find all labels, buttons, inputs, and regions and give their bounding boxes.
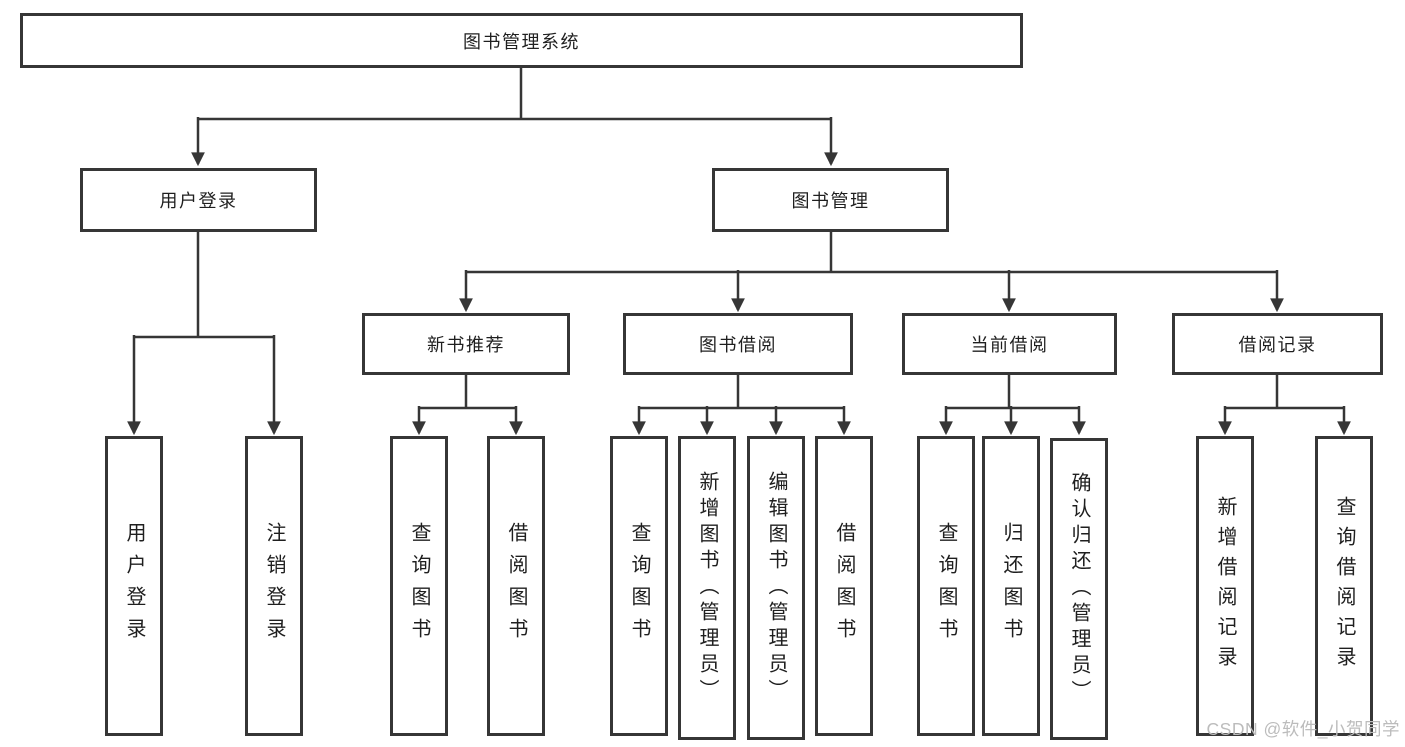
leaf-label: 查询借阅记录 — [1333, 496, 1355, 676]
leaf-label: 新增借阅记录 — [1214, 496, 1236, 676]
node-book-borrow: 图书借阅 — [623, 313, 853, 375]
leaf-label: 用户登录 — [123, 522, 145, 650]
leaf-label: 查询图书 — [935, 522, 957, 650]
leaf-query-books-borrow: 查询图书 — [610, 436, 668, 736]
leaf-user-login: 用户登录 — [105, 436, 163, 736]
leaf-confirm-return-admin: 确认归还（管理员） — [1050, 438, 1108, 740]
leaf-logout-login: 注销登录 — [245, 436, 303, 736]
node-book-management: 图书管理 — [712, 168, 949, 232]
leaf-add-books-admin: 新增图书（管理员） — [678, 436, 736, 740]
leaf-query-borrow-record: 查询借阅记录 — [1315, 436, 1373, 736]
leaf-label: 查询图书 — [628, 522, 650, 650]
leaf-borrow-books-recommend: 借阅图书 — [487, 436, 545, 736]
node-new-book-recommend: 新书推荐 — [362, 313, 570, 375]
leaf-label: 借阅图书 — [505, 522, 527, 650]
watermark: CSDN @软件_小贺同学 — [1206, 719, 1400, 739]
leaf-query-books-current: 查询图书 — [917, 436, 975, 736]
leaf-label: 确认归还（管理员） — [1068, 472, 1090, 706]
node-borrow-records: 借阅记录 — [1172, 313, 1383, 375]
node-current-borrow: 当前借阅 — [902, 313, 1117, 375]
node-root: 图书管理系统 — [20, 13, 1023, 68]
leaf-label: 借阅图书 — [833, 522, 855, 650]
leaf-label: 查询图书 — [408, 522, 430, 650]
leaf-edit-books-admin: 编辑图书（管理员） — [747, 436, 805, 740]
leaf-add-borrow-record: 新增借阅记录 — [1196, 436, 1254, 736]
leaf-return-books: 归还图书 — [982, 436, 1040, 736]
leaf-label: 归还图书 — [1000, 522, 1022, 650]
leaf-query-books-recommend: 查询图书 — [390, 436, 448, 736]
leaf-label: 新增图书（管理员） — [696, 471, 718, 705]
node-user-login: 用户登录 — [80, 168, 317, 232]
leaf-label: 注销登录 — [263, 522, 285, 650]
leaf-label: 编辑图书（管理员） — [765, 471, 787, 705]
leaf-borrow-books: 借阅图书 — [815, 436, 873, 736]
